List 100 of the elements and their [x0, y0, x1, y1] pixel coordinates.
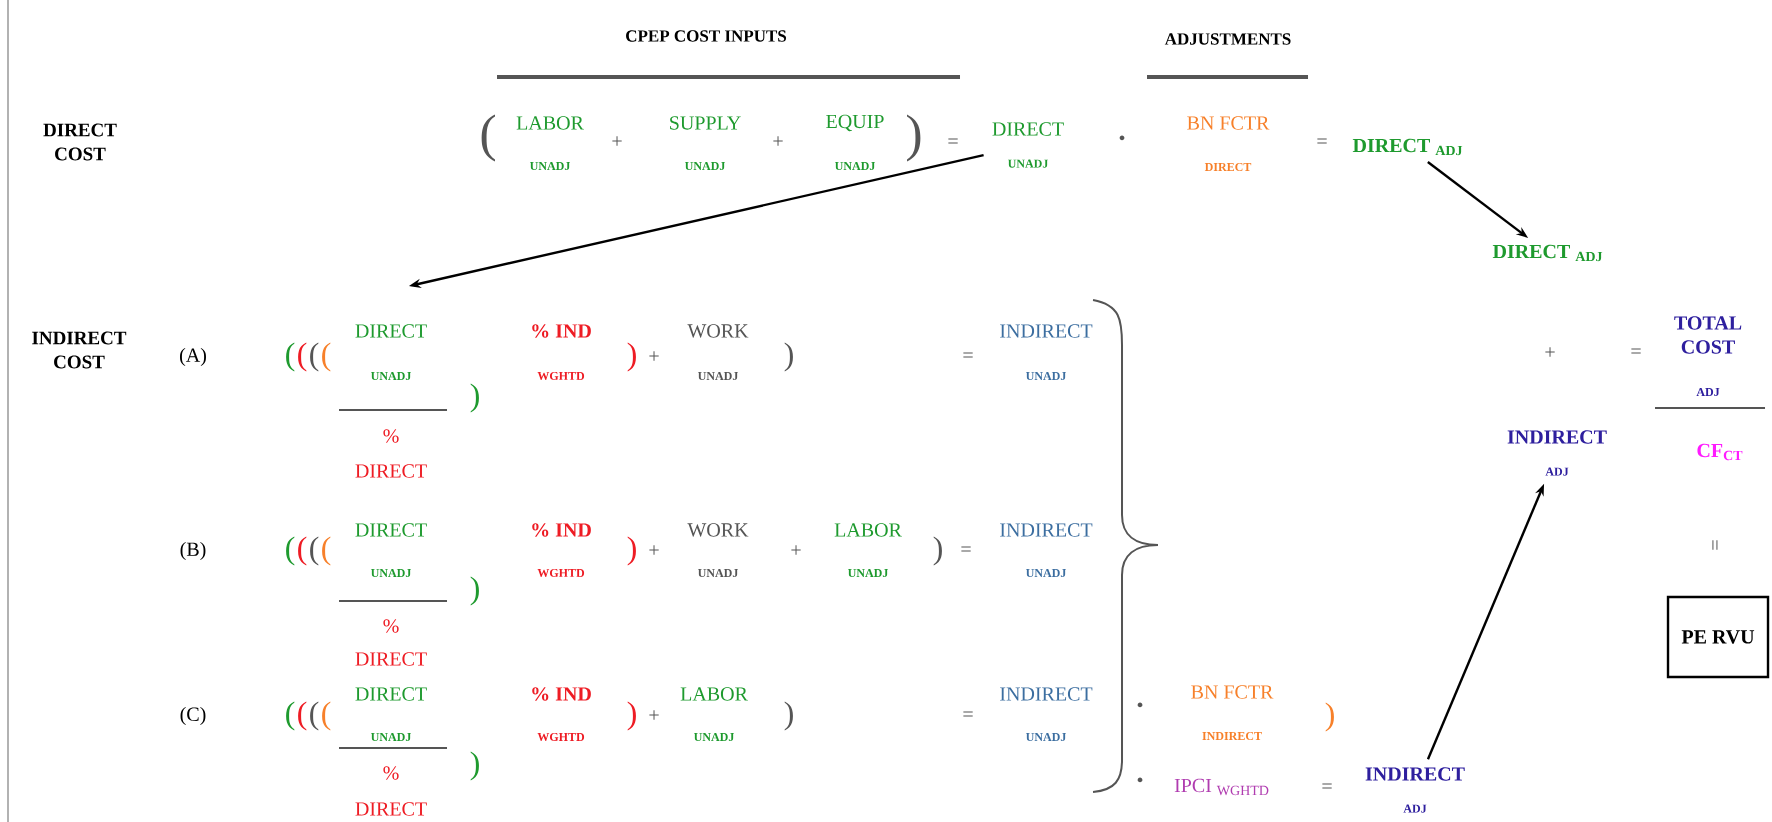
formula-term: EQUIP	[826, 114, 884, 132]
subscript-text: UNADJ	[685, 161, 725, 170]
operator-sign: +	[649, 351, 659, 361]
formula-term: IPCI $_{WGHTD}$	[1174, 778, 1269, 796]
formula-term: (C)	[180, 706, 206, 726]
parenthesis: )	[907, 114, 921, 162]
subscript-text: UNADJ	[848, 568, 888, 577]
formula-term: TOTAL COST	[1674, 316, 1742, 354]
formula-term: INDIRECT	[1000, 687, 1093, 701]
operator-sign: =	[1631, 348, 1641, 354]
operator-sign: •	[1137, 702, 1143, 708]
section-heading: CPEP COST INPUTS	[626, 30, 787, 42]
subscript-text: UNADJ	[371, 568, 411, 577]
parenthesis: (	[286, 342, 295, 372]
subscript-text: UNADJ	[371, 732, 411, 741]
operator-sign: =	[1322, 783, 1332, 789]
subscript-text: UNADJ	[694, 732, 734, 741]
formula-term: %	[383, 619, 399, 633]
operator-sign: =	[961, 546, 971, 552]
parenthesis: (	[310, 536, 319, 566]
formula-term: DIRECT $_{ADJ}$	[1352, 138, 1463, 156]
parenthesis: (	[322, 342, 331, 372]
subscript-text: WGHTD	[537, 568, 585, 578]
operator-sign: •	[1119, 135, 1125, 141]
formula-term: (B)	[180, 541, 206, 561]
parenthesis: (	[322, 536, 331, 566]
formula-term: DIRECT UNADJ	[992, 122, 1064, 168]
row-heading: DIRECT COST	[43, 123, 117, 161]
row-heading: INDIRECT COST	[32, 331, 127, 369]
parenthesis: )	[933, 536, 942, 566]
formula-term: LABOR	[680, 687, 748, 701]
parenthesis: (	[310, 342, 319, 372]
formula-term: % IND	[532, 523, 591, 537]
operator-sign: +	[791, 545, 801, 555]
section-heading: ADJUSTMENTS	[1164, 33, 1291, 45]
subscript-text: UNADJ	[1026, 732, 1066, 741]
formula-term: DIRECT	[355, 523, 427, 537]
result-box: PE RVU	[1666, 595, 1770, 679]
operator-sign: =	[1712, 540, 1718, 550]
operator-sign: +	[649, 710, 659, 720]
parenthesis: )	[627, 536, 636, 566]
formula-term: BN FCTR	[1187, 116, 1270, 130]
parenthesis: (	[322, 701, 331, 731]
parenthesis: (	[298, 701, 307, 731]
operator-sign: =	[1317, 138, 1327, 144]
subscript-text: DIRECT	[1204, 162, 1252, 172]
parenthesis: )	[1325, 702, 1334, 732]
parenthesis: )	[784, 342, 793, 372]
subscript-text: UNADJ	[835, 161, 875, 170]
formula-term: DIRECT	[355, 464, 427, 478]
formula-term: WORK	[687, 523, 749, 537]
formula-term: DIRECT	[355, 802, 427, 816]
subscript-text: ADJ	[1696, 387, 1720, 396]
subscript-text: UNADJ	[1026, 371, 1066, 380]
formula-term: WORK	[687, 324, 749, 338]
parenthesis: )	[784, 701, 793, 731]
operator-sign: =	[963, 711, 973, 717]
formula-term: INDIRECT	[1000, 324, 1093, 338]
parenthesis: (	[481, 114, 495, 162]
parenthesis: )	[470, 383, 479, 413]
operator-sign: +	[1545, 347, 1555, 357]
formula-term: BN FCTR	[1191, 685, 1274, 699]
subscript-text: UNADJ	[371, 371, 411, 380]
formula-term: LABOR	[516, 116, 584, 130]
formula-term: INDIRECT ADJ	[1365, 767, 1465, 813]
formula-term: (A)	[180, 347, 206, 367]
operator-sign: =	[963, 352, 973, 358]
subscript-text: UNADJ	[1026, 568, 1066, 577]
formula-term: SUPPLY	[670, 116, 741, 130]
parenthesis: (	[286, 701, 295, 731]
formula-term: %	[383, 429, 399, 443]
operator-sign: =	[948, 138, 958, 144]
formula-term: DIRECT $_{ADJ}$	[1492, 244, 1603, 262]
parenthesis: (	[310, 701, 319, 731]
formula-term: INDIRECT ADJ	[1507, 430, 1607, 476]
parenthesis: (	[286, 536, 295, 566]
subscript-text: INDIRECT	[1202, 731, 1262, 741]
formula-term: CF$_{CT}$	[1697, 443, 1743, 461]
formula-term: % IND	[532, 687, 591, 701]
subscript-text: WGHTD	[537, 371, 585, 381]
parenthesis: )	[470, 576, 479, 606]
formula-term: % IND	[532, 324, 591, 338]
subscript-text: UNADJ	[530, 161, 570, 170]
parenthesis: )	[627, 342, 636, 372]
formula-term: LABOR	[834, 523, 902, 537]
formula-term: DIRECT	[355, 652, 427, 666]
parenthesis: )	[627, 701, 636, 731]
formula-term: %	[383, 766, 399, 780]
parenthesis: (	[298, 342, 307, 372]
operator-sign: +	[649, 545, 659, 555]
operator-sign: +	[773, 136, 783, 146]
subscript-text: UNADJ	[698, 371, 738, 380]
formula-term: DIRECT	[355, 687, 427, 701]
subscript-text: UNADJ	[698, 568, 738, 577]
operator-sign: +	[612, 136, 622, 146]
operator-sign: •	[1137, 777, 1143, 783]
subscript-text: WGHTD	[537, 732, 585, 742]
formula-term: INDIRECT	[1000, 523, 1093, 537]
formula-term: DIRECT	[355, 324, 427, 338]
parenthesis: )	[470, 751, 479, 781]
